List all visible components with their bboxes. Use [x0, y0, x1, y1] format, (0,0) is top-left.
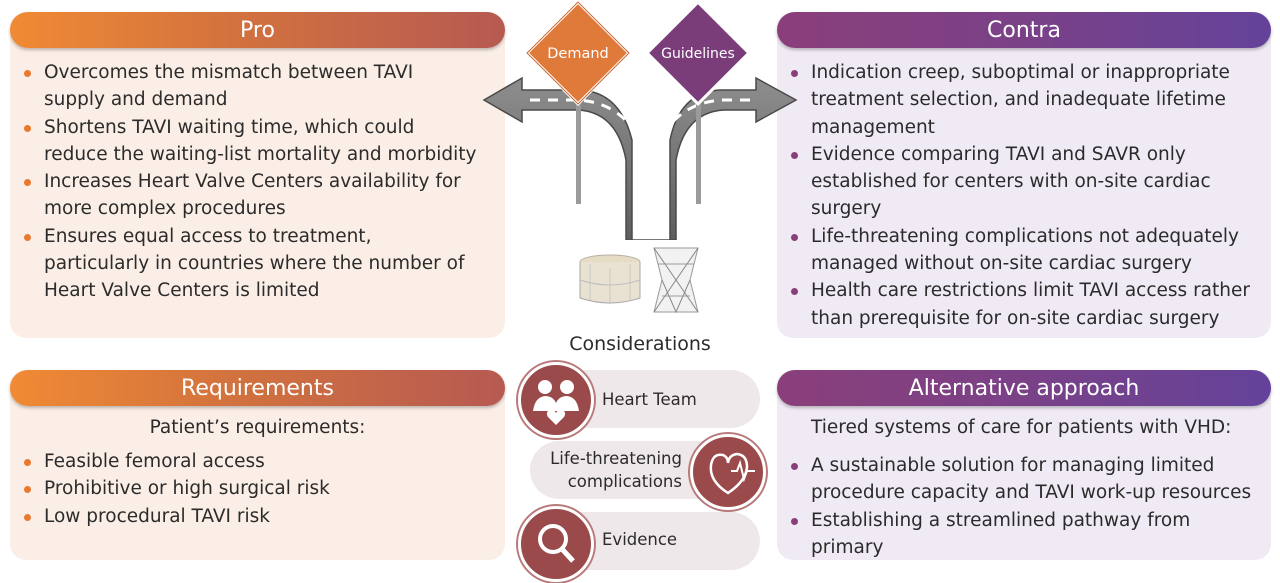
heart-monitor-icon [690, 434, 766, 510]
contra-item: Life-threatening complications not adequ… [777, 223, 1257, 278]
pro-item: Shortens TAVI waiting time, which could … [10, 114, 480, 169]
contra-panel: Contra Indication creep, suboptimal or i… [777, 12, 1271, 338]
pro-header: Pro [10, 12, 505, 48]
pro-list: Overcomes the mismatch between TAVI supp… [10, 59, 480, 305]
consideration-label: Heart Team [602, 389, 697, 409]
consideration-label: Evidence [602, 530, 678, 549]
contra-item: Indication creep, suboptimal or inapprop… [777, 59, 1257, 141]
alternative-item: A sustainable solution for managing limi… [777, 452, 1257, 507]
pro-item: Increases Heart Valve Centers availabili… [10, 168, 480, 223]
demand-sign: Demand [524, 0, 632, 107]
magnifier-icon [518, 506, 594, 582]
alternative-subtitle: Tiered systems of care for patients with… [811, 417, 1232, 438]
balloon-valve-icon [579, 254, 641, 304]
demand-label: Demand [547, 46, 609, 62]
guidelines-label: Guidelines [661, 46, 735, 62]
pro-item: Ensures equal access to treatment, parti… [10, 223, 480, 305]
considerations-title: Considerations [569, 333, 711, 355]
requirements-list: Feasible femoral access Prohibitive or h… [10, 448, 480, 530]
requirements-item: Feasible femoral access [10, 448, 480, 475]
requirements-header: Requirements [10, 370, 505, 406]
heart-team-icon [518, 362, 594, 438]
pro-item: Overcomes the mismatch between TAVI supp… [10, 59, 480, 114]
alternative-list: A sustainable solution for managing limi… [777, 452, 1257, 561]
contra-header: Contra [777, 12, 1271, 48]
contra-item: Health care restrictions limit TAVI acce… [777, 277, 1257, 332]
requirements-subtitle: Patient’s requirements: [149, 417, 366, 438]
alternative-panel: Alternative approach Tiered systems of c… [777, 370, 1271, 560]
road-fork-icon: Demand Guidelines [482, 0, 798, 240]
contra-item: Evidence comparing TAVI and SAVR only es… [777, 141, 1257, 223]
requirements-item: Low procedural TAVI risk [10, 503, 480, 530]
consideration-label: Life-threatening complications [550, 449, 682, 491]
alternative-item: Establishing a streamlined pathway from … [777, 507, 1257, 562]
contra-list: Indication creep, suboptimal or inapprop… [777, 59, 1257, 332]
self-expanding-valve-icon [653, 247, 699, 314]
guidelines-sign: Guidelines [644, 0, 752, 107]
pro-panel: Pro Overcomes the mismatch between TAVI … [10, 12, 505, 338]
requirements-item: Prohibitive or high surgical risk [10, 475, 480, 502]
alternative-header: Alternative approach [777, 370, 1271, 406]
requirements-panel: Requirements Patient’s requirements: Fea… [10, 370, 505, 560]
